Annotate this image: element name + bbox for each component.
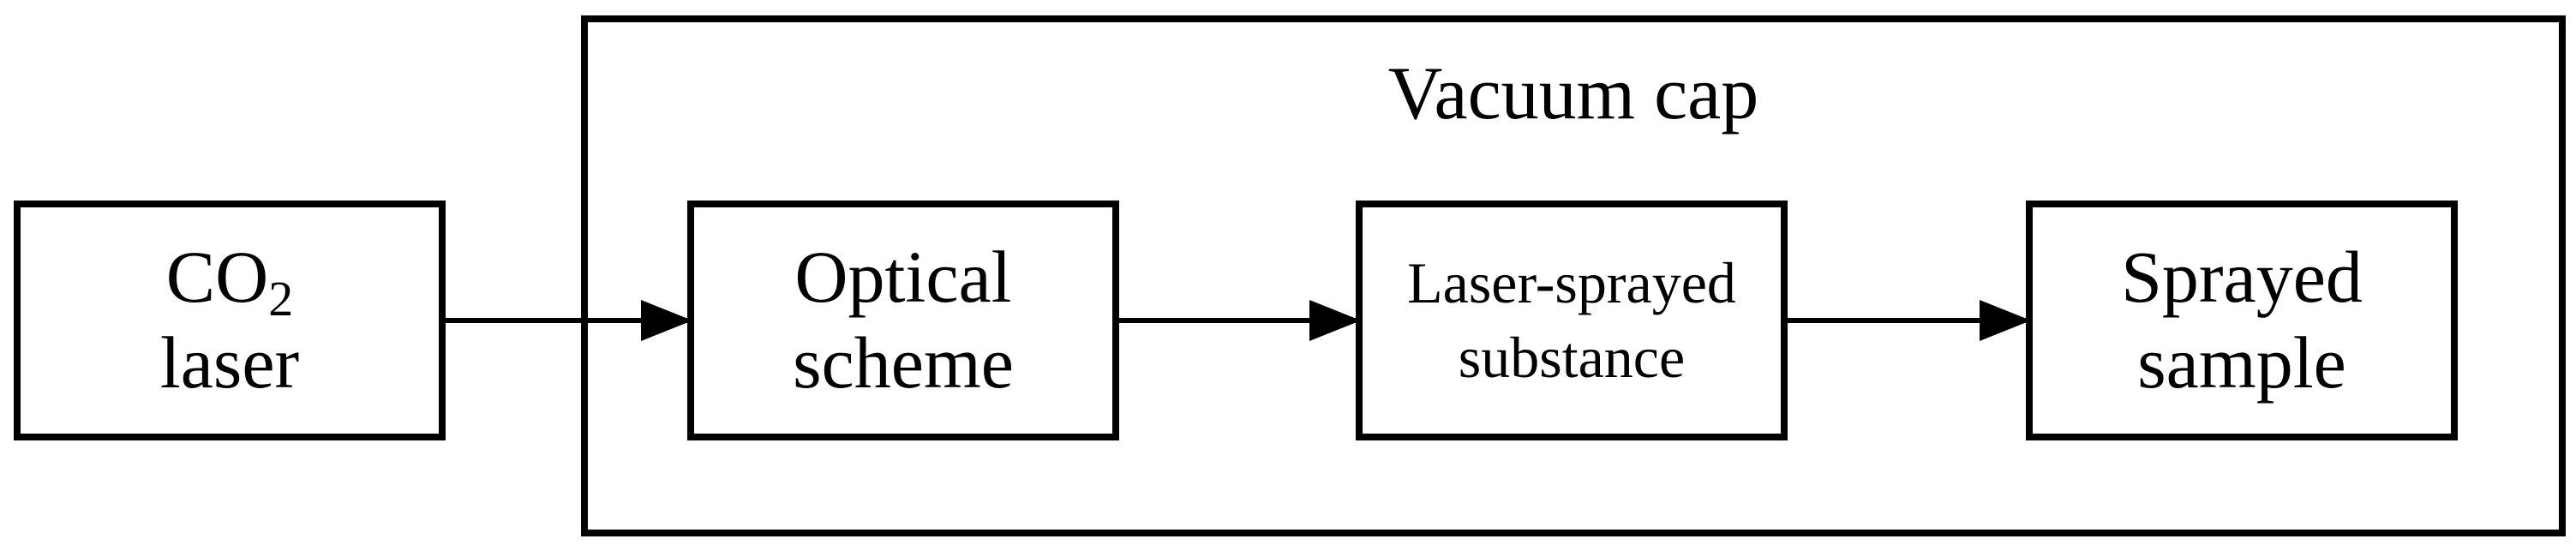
sprayed-sample-node: Sprayed sample	[2026, 201, 2458, 440]
optical-scheme-node: Optical scheme	[687, 201, 1119, 440]
co2-formula-prefix: CO	[165, 236, 269, 319]
co2-laser-node: CO2 laser	[14, 201, 446, 440]
laser-sprayed-substance-line-1: Laser-sprayed	[1407, 249, 1736, 315]
vacuum-cap-container: Vacuum cap	[581, 15, 2566, 536]
optical-scheme-line-1: Optical	[794, 236, 1012, 319]
laser-sprayed-substance-label: Laser-sprayed substance	[1407, 246, 1736, 395]
laser-sprayed-substance-line-2: substance	[1458, 325, 1686, 390]
laser-sprayed-substance-node: Laser-sprayed substance	[1356, 201, 1788, 440]
sprayed-sample-label: Sprayed sample	[2121, 235, 2363, 406]
vacuum-cap-label: Vacuum cap	[1387, 52, 1759, 135]
sprayed-sample-line-1: Sprayed	[2121, 236, 2363, 319]
optical-scheme-line-2: scheme	[793, 321, 1014, 404]
optical-scheme-label: Optical scheme	[793, 235, 1014, 406]
sprayed-sample-line-2: sample	[2137, 321, 2346, 404]
co2-laser-label: CO2 laser	[160, 235, 299, 406]
co2-formula: CO2	[160, 235, 299, 324]
co2-formula-subscript: 2	[268, 271, 294, 327]
laser-word: laser	[159, 321, 300, 404]
